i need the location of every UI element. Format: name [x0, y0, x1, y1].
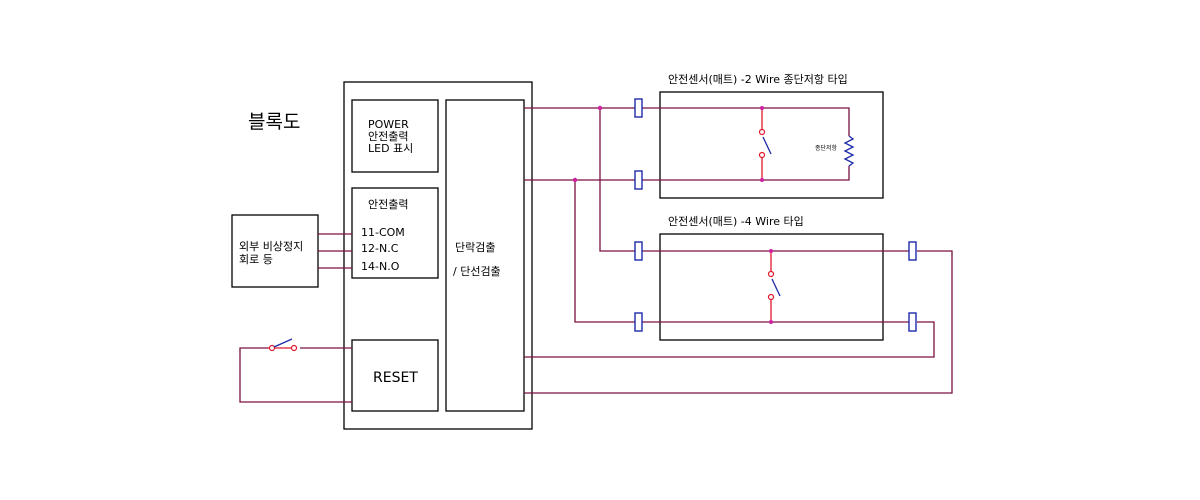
terminating-resistor-icon	[843, 135, 855, 167]
short-detect-label: 단락검출	[455, 241, 495, 254]
mat-switch-icon	[762, 136, 772, 155]
sensor-4wire-mat: 안전센서(매트) -4 Wire 타입	[634, 215, 917, 341]
sensor-2wire-label: 안전센서(매트) -2 Wire 종단저항 타입	[668, 73, 848, 86]
power-output-label: 안전출력	[368, 130, 408, 143]
open-detect-label: / 단선검출	[453, 265, 501, 278]
junction-dot	[597, 105, 603, 111]
safety-output-box: 안전출력 11-COM 12-N.C 14-N.O	[351, 187, 439, 279]
connector-icon	[634, 312, 643, 332]
controller-box	[343, 81, 533, 430]
sensor-2wire-mat: 안전센서(매트) -2 Wire 종단저항 타입 종단저항	[634, 73, 884, 199]
sensor-4wire-label: 안전센서(매트) -4 Wire 타입	[668, 215, 804, 228]
reset-switch-icon	[273, 338, 293, 348]
connector-icon	[908, 241, 917, 261]
diagram-title: 블록도	[248, 111, 300, 133]
connector-icon	[634, 98, 643, 118]
reset-label: RESET	[373, 370, 418, 386]
external-estop-line2: 회로 등	[239, 253, 273, 266]
power-led-label: LED 표시	[368, 142, 413, 155]
terminal-14-no: 14-N.O	[361, 260, 400, 273]
safety-output-heading: 안전출력	[368, 198, 408, 211]
output-wires	[318, 233, 352, 269]
external-estop-box: 외부 비상정지 회로 등	[231, 214, 319, 288]
reset-switch-circuit	[239, 338, 352, 403]
resistor-label: 종단저항	[815, 144, 838, 152]
connector-icon	[634, 241, 643, 261]
detection-box: 단락검출 / 단선검출	[445, 99, 525, 412]
terminal-12-nc: 12-N.C	[361, 242, 399, 255]
terminal-11-com: 11-COM	[361, 226, 405, 239]
power-label: POWER	[368, 118, 409, 131]
connector-icon	[634, 170, 643, 190]
connector-icon	[908, 312, 917, 332]
power-led-box: POWER 안전출력 LED 표시	[351, 99, 439, 173]
external-estop-line1: 외부 비상정지	[239, 240, 303, 253]
junction-dot	[572, 177, 578, 183]
mat-switch-icon	[771, 278, 781, 297]
sensor-wires	[524, 107, 953, 394]
reset-box: RESET	[351, 339, 439, 412]
